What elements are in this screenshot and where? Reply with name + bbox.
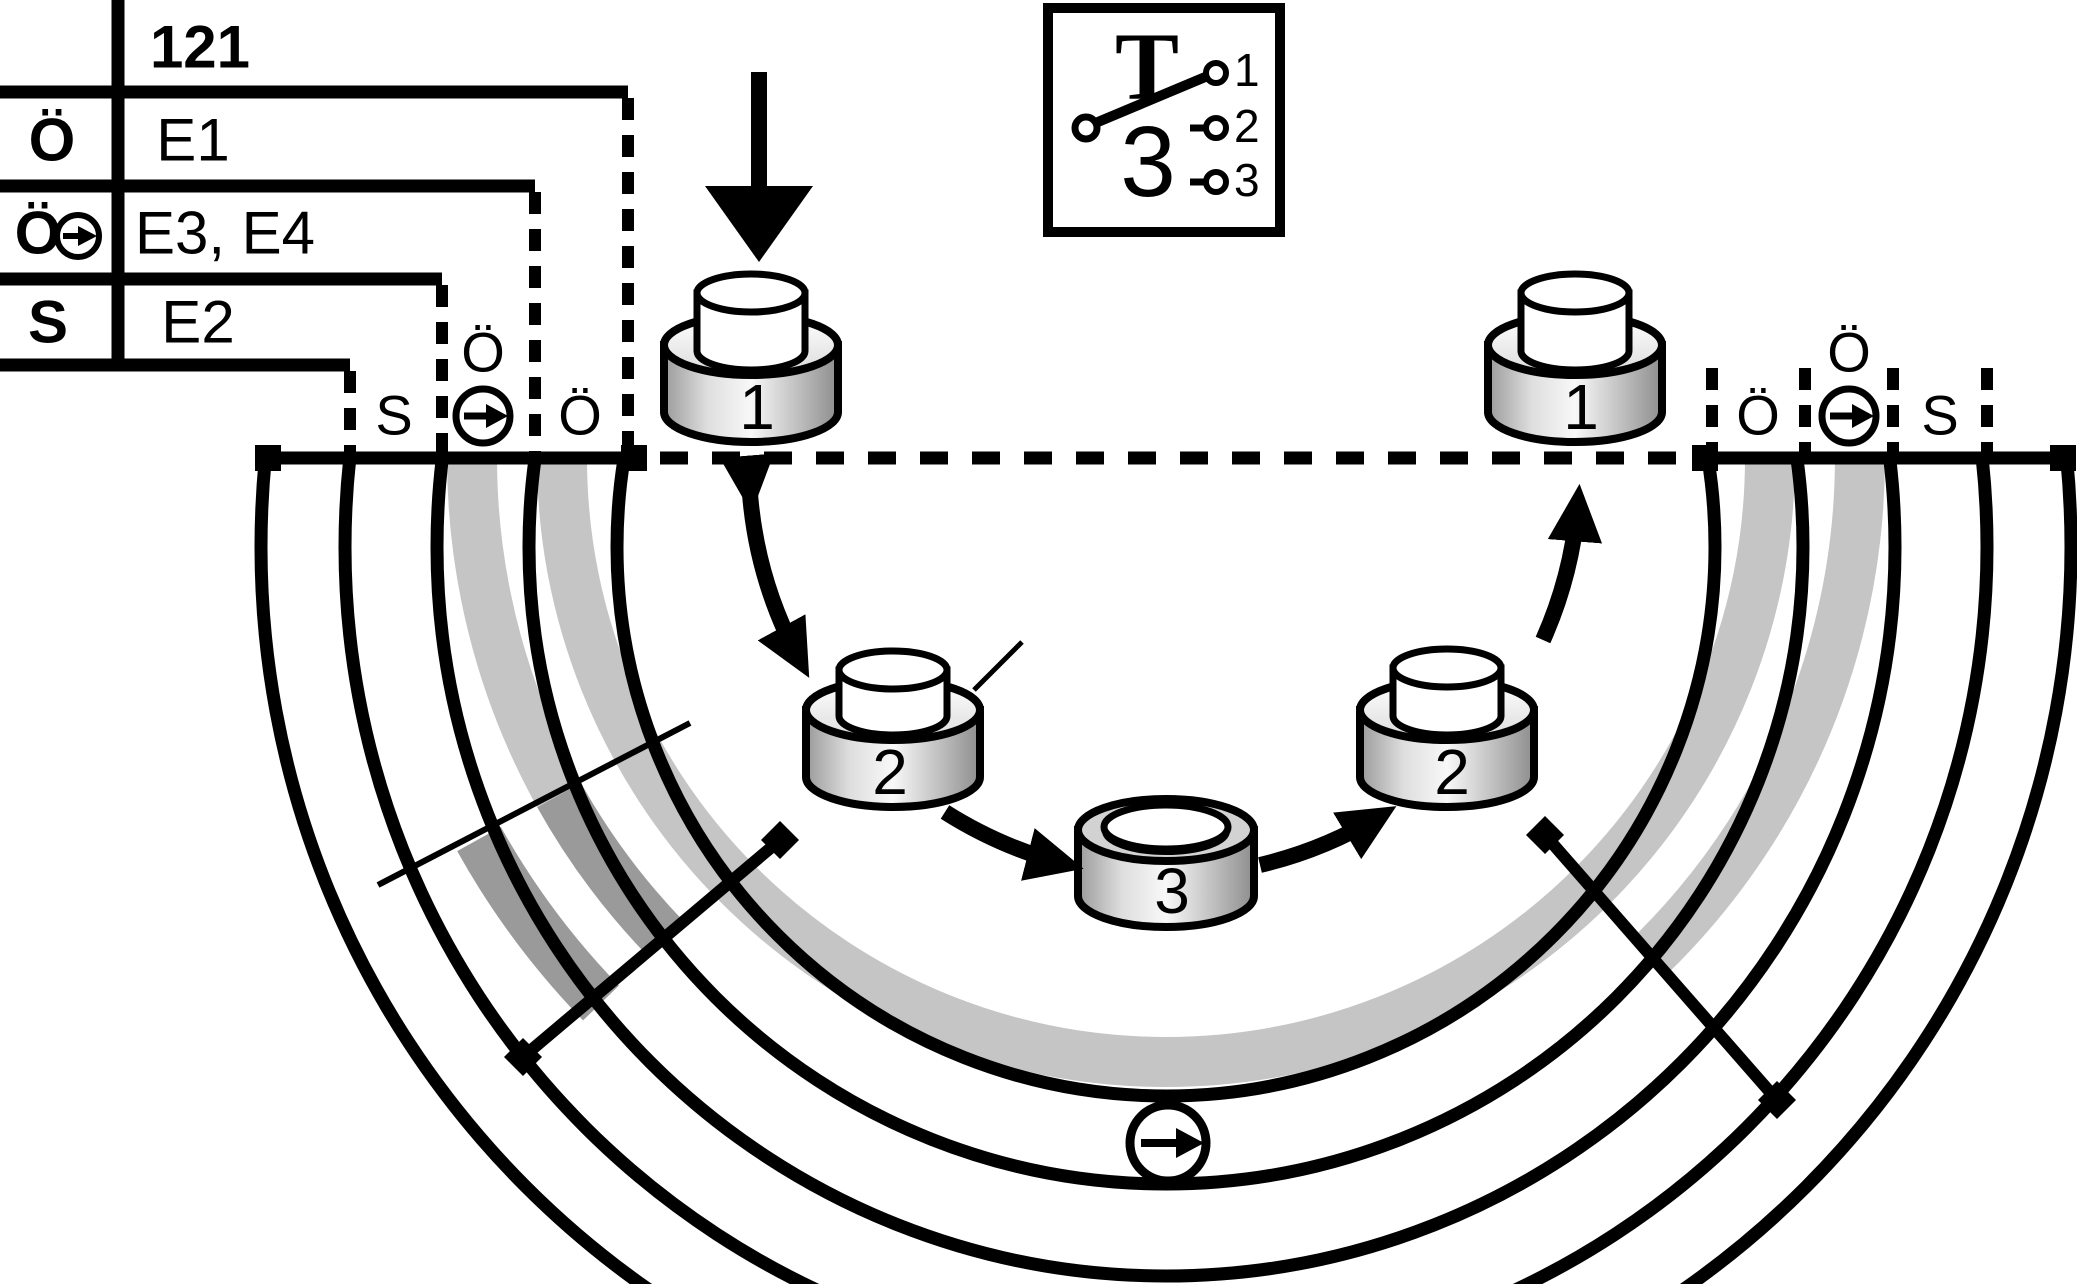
diamond-marker [761, 821, 799, 859]
lever-line [1084, 70, 1212, 132]
plunger-number: 2 [1434, 736, 1470, 808]
plunger-position-1-left: 1 [660, 270, 842, 446]
contact-dot-1 [1203, 60, 1229, 86]
travel-arc-4 [338, 458, 1994, 1284]
travel-arrow-2-to-3 [940, 805, 1084, 881]
baseline-inner-square-left [621, 445, 647, 471]
zone-left-s: S [375, 384, 412, 447]
press-down-arrow-icon [705, 72, 813, 262]
baseline-end-square-left [255, 445, 281, 471]
scale-droplines-right [1706, 368, 1993, 452]
zone-right-o-upper: Ö [1827, 321, 1871, 384]
lever-pivot [1071, 113, 1101, 143]
table-row2-circuits: E3, E4 [135, 200, 315, 267]
plunger-number: 1 [1563, 371, 1599, 443]
contact-label-2: 2 [1234, 100, 1260, 152]
plunger-position-1-right: 1 [1484, 270, 1666, 446]
band-left-middle-light [447, 458, 581, 808]
diamond-marker [1526, 816, 1564, 854]
table-row3-contact: S [28, 289, 68, 356]
right-diamond-sector-line [1526, 816, 1796, 1119]
diamond-marker [504, 1038, 542, 1076]
plunger-position-2-right: 2 [1356, 645, 1538, 811]
diamond-marker [1758, 1081, 1796, 1119]
zone-left-turn-arrow-icon [452, 385, 514, 447]
release-up-arrow [1535, 483, 1603, 644]
band-travel-path-light [537, 458, 1795, 1087]
plunger-position-3-pressed: 3 [1074, 795, 1258, 931]
contact-dot-2 [1203, 115, 1229, 141]
detent-tick-line [972, 640, 1024, 692]
table-type-code: 121 [150, 14, 250, 81]
plunger-position-2-left: 2 [802, 647, 984, 811]
baseline-end-square-right [2050, 445, 2076, 471]
plunger-number: 3 [1154, 855, 1190, 927]
travel-arc-1 [610, 458, 1722, 1103]
baseline-inner-square-right [1692, 445, 1718, 471]
table-row1-contact: Ö [29, 107, 76, 174]
contact-dot-3 [1203, 169, 1229, 195]
zone-left-o-inner: Ö [558, 384, 602, 447]
travel-arrow-1-2-double [719, 453, 810, 678]
travel-arc-5 [254, 458, 2077, 1284]
contact-label-1: 1 [1234, 44, 1260, 96]
table-droplines [344, 98, 634, 452]
table-row3-circuits: E2 [161, 289, 234, 356]
contact-label-3: 3 [1234, 154, 1260, 206]
table-row2-contact: Ö [15, 200, 62, 267]
plunger-number: 1 [739, 371, 775, 443]
switch-symbol-box: T 1 2 3 3 [1043, 3, 1285, 237]
table-turn-arrow-icon [54, 212, 102, 260]
rotation-turn-arrow-icon [1125, 1100, 1211, 1186]
travel-arc-3 [430, 458, 1902, 1283]
plunger-number: 2 [872, 736, 908, 808]
zone-right-o-inner: Ö [1736, 384, 1780, 447]
zone-right-turn-arrow-icon [1818, 385, 1880, 447]
zone-left-o-upper: Ö [461, 321, 505, 384]
travel-arrow-3-to-2 [1258, 806, 1397, 873]
table-row1-circuits: E1 [156, 107, 229, 174]
left-diamond-sector-line [504, 821, 799, 1076]
selector-position-number: 3 [1120, 106, 1176, 218]
left-thin-sector-line [376, 720, 692, 888]
zone-right-s: S [1921, 384, 1958, 447]
contact-table [0, 0, 628, 372]
